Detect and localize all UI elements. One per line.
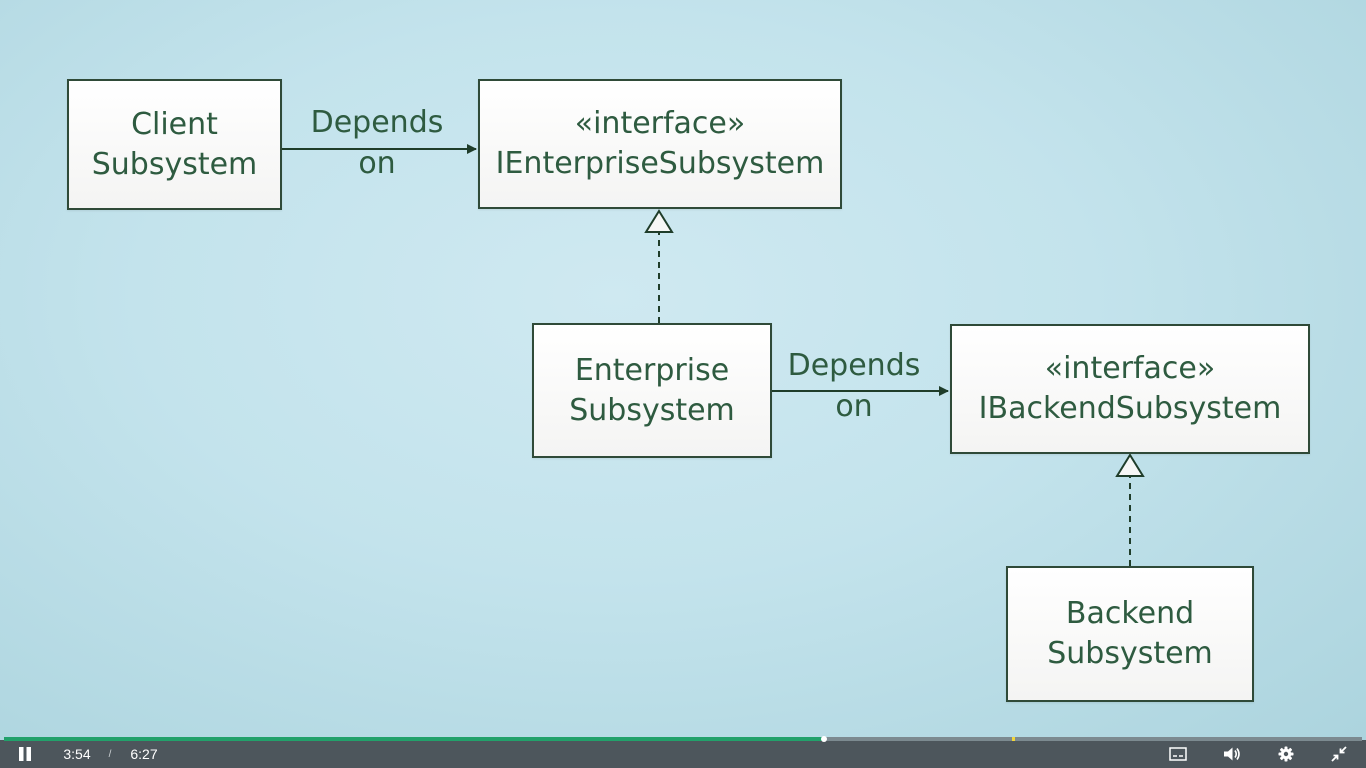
exit-fullscreen-icon (1331, 746, 1347, 762)
volume-button[interactable] (1218, 740, 1246, 768)
ienterprise-name: IEnterpriseSubsystem (495, 146, 825, 181)
exit-fullscreen-button[interactable] (1325, 740, 1353, 768)
ibackend-stereotype: «interface» (1044, 351, 1216, 386)
depends-on-label-2: Depends on (774, 345, 934, 427)
client-subsystem-box: Client Subsystem (67, 79, 282, 210)
captions-button[interactable] (1164, 740, 1192, 768)
volume-icon (1224, 747, 1240, 761)
depends-on-label-2-line1: Depends (787, 348, 921, 383)
current-time: 3:54 (63, 746, 91, 762)
seek-bar[interactable] (4, 736, 1362, 742)
ibackend-name: IBackendSubsystem (978, 391, 1282, 426)
backend-subsystem-box: Backend Subsystem (1006, 566, 1254, 702)
seek-bar-handle[interactable] (821, 736, 828, 742)
seek-bar-played (4, 737, 825, 741)
time-separator: / (108, 748, 112, 760)
enterprise-subsystem-line1: Enterprise (574, 352, 730, 388)
slide: Client Subsystem Depends on «interface» … (0, 0, 1366, 740)
depends-on-label-1-line2: on (358, 146, 396, 181)
pause-icon (19, 747, 31, 761)
seek-bar-marker (1011, 737, 1015, 741)
ienterprise-stereotype: «interface» (574, 106, 746, 141)
depends-on-label-1-line1: Depends (310, 105, 444, 140)
diagram-connectors (282, 144, 1145, 566)
backend-subsystem-line2: Subsystem (1047, 636, 1213, 671)
depends-on-label-2-line2: on (835, 389, 873, 424)
captions-icon (1169, 747, 1187, 761)
realization-triangle-ibackend (1115, 453, 1145, 477)
duration: 6:27 (130, 746, 158, 762)
ienterprise-subsystem-box: «interface» IEnterpriseSubsystem (478, 79, 842, 209)
play-pause-button[interactable] (10, 740, 40, 768)
client-subsystem-line2: Subsystem (91, 146, 258, 182)
client-subsystem-line1: Client (131, 106, 218, 142)
video-control-bar: 3:54 / 6:27 (0, 736, 1366, 768)
realization-triangle-ienterprise (644, 209, 674, 233)
backend-subsystem-line1: Backend (1065, 596, 1195, 631)
gear-icon (1278, 746, 1294, 762)
depends-on-label-1: Depends on (296, 102, 458, 184)
enterprise-subsystem-line2: Subsystem (569, 392, 735, 428)
ibackend-subsystem-box: «interface» IBackendSubsystem (950, 324, 1310, 454)
enterprise-subsystem-box: Enterprise Subsystem (532, 323, 772, 458)
settings-button[interactable] (1272, 740, 1300, 768)
